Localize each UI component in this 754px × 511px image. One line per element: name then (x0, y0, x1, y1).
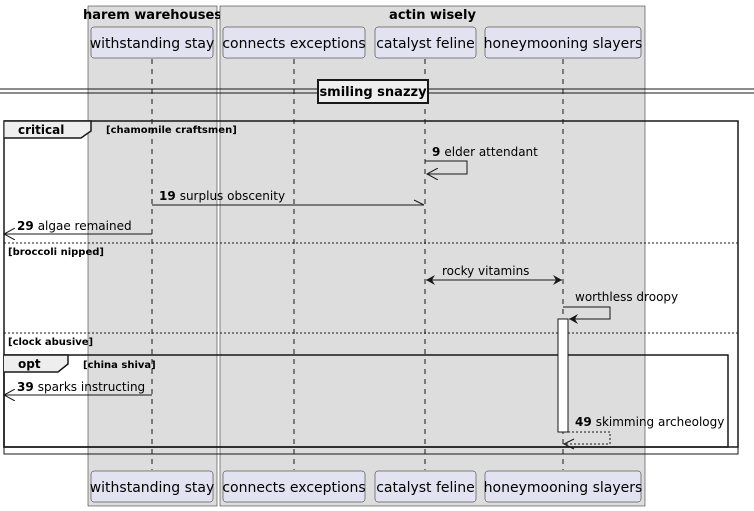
else-guard: [clock abusive] (8, 337, 93, 348)
participant-label: connects exceptions (222, 36, 365, 52)
message-sparks-instructing: 39 sparks instructing (4, 380, 152, 395)
message-number: 39 (17, 380, 34, 394)
message-text: surplus obscenity (180, 189, 285, 203)
fragment-keyword: opt (18, 357, 41, 371)
box-title: harem warehouses (83, 8, 222, 23)
participant-label: catalyst feline (376, 36, 475, 52)
participant-label: catalyst feline (376, 480, 475, 496)
message-label: 39 sparks instructing (17, 380, 145, 394)
message-number: 49 (575, 415, 592, 429)
participant-honeymooning-slayers: honeymooning slayers (484, 26, 643, 59)
message-text: sparks instructing (38, 380, 145, 394)
message-skimming-archeology: 49 skimming archeology (562, 415, 724, 450)
divider-smiling-snazzy: smiling snazzy (0, 79, 754, 104)
else-separator-broccoli: [broccoli nipped] (4, 242, 738, 258)
message-label: 9 elder attendant (432, 145, 538, 159)
message-worthless-droopy: worthless droopy (563, 290, 678, 324)
fragment-keyword: critical (18, 123, 64, 137)
box-actin-wisely: actin wisely (219, 5, 646, 507)
participant-honeymooning-slayers-footer: honeymooning slayers (484, 470, 643, 503)
message-text: skimming archeology (596, 415, 725, 429)
message-rocky-vitamins: rocky vitamins (426, 264, 562, 285)
message-number: 9 (432, 145, 440, 159)
message-label: 49 skimming archeology (575, 415, 724, 429)
message-number: 19 (159, 189, 176, 203)
participant-connects-exceptions: connects exceptions (222, 26, 366, 59)
message-surplus-obscenity: 19 surplus obscenity (152, 189, 425, 206)
participant-withstanding-stay: withstanding stay (90, 26, 215, 59)
message-elder-attendant: 9 elder attendant (425, 145, 538, 174)
participant-label: honeymooning slayers (484, 480, 643, 496)
message-algae-remained: 29 algae remained (4, 219, 152, 234)
outer-frame (3, 120, 739, 455)
message-label: 19 surplus obscenity (159, 189, 285, 203)
participant-catalyst-feline: catalyst feline (374, 26, 477, 59)
message-text: elder attendant (444, 145, 538, 159)
participant-connects-exceptions-footer: connects exceptions (222, 470, 366, 503)
fragment-opt: opt [china shiva] (3, 354, 729, 448)
message-text: algae remained (38, 219, 132, 233)
fragment-guard: [chamomile craftsmen] (106, 125, 237, 136)
message-text: rocky vitamins (442, 264, 529, 278)
message-text: worthless droopy (575, 290, 678, 304)
participant-label: withstanding stay (90, 36, 215, 52)
box-title: actin wisely (389, 8, 476, 23)
else-guard: [broccoli nipped] (8, 247, 104, 258)
participant-label: connects exceptions (222, 480, 365, 496)
participant-withstanding-stay-footer: withstanding stay (90, 470, 215, 503)
participant-label: honeymooning slayers (484, 36, 643, 52)
activation-bar (557, 318, 569, 433)
else-separator-clock: [clock abusive] (4, 332, 738, 348)
message-label: 29 algae remained (17, 219, 132, 233)
participant-label: withstanding stay (90, 480, 215, 496)
fragment-guard: [china shiva] (83, 360, 156, 371)
divider-label: smiling snazzy (319, 85, 427, 100)
message-number: 29 (17, 219, 34, 233)
participant-catalyst-feline-footer: catalyst feline (374, 470, 477, 503)
